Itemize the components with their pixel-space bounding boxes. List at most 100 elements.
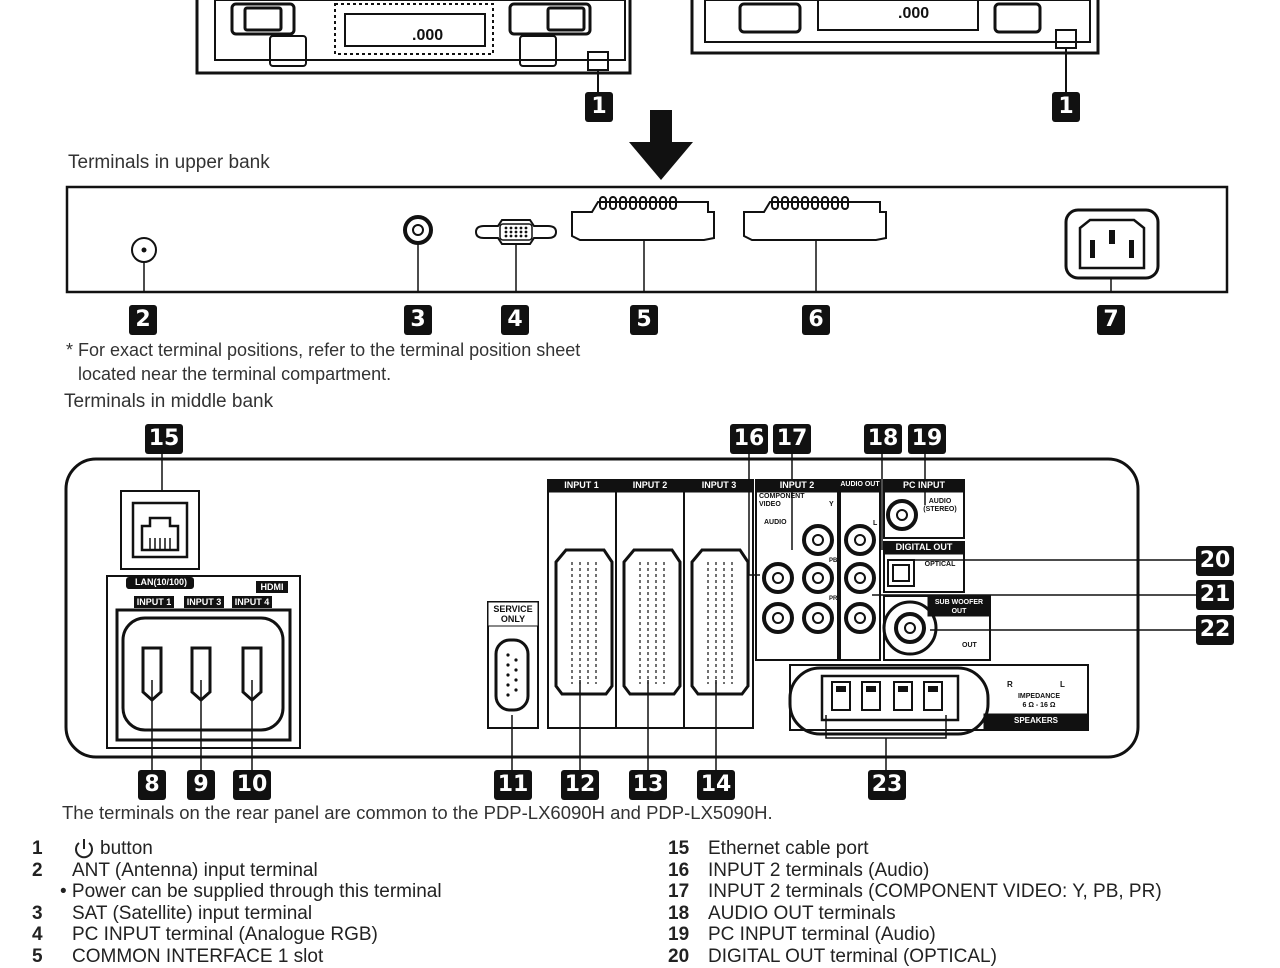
callout-23: 23 — [868, 770, 906, 800]
legend-text: ANT (Antenna) input terminal — [72, 859, 318, 881]
legend-item-4: 4 PC INPUT terminal (Analogue RGB) — [32, 924, 442, 946]
legend-text: AUDIO OUT terminals — [708, 902, 896, 924]
audio-out-label: AUDIO OUT — [840, 481, 880, 488]
scart-group-icon — [547, 479, 754, 729]
legend-num: 3 — [32, 902, 43, 924]
callout-10: 10 — [233, 770, 271, 800]
audio-label: AUDIO — [764, 519, 787, 526]
callout-9: 9 — [187, 770, 215, 800]
hdmi-label: HDMI — [260, 582, 284, 592]
callout-2: 2 — [129, 305, 157, 335]
ethernet-port-icon — [120, 490, 200, 570]
audio-stereo-label-2: (STEREO) — [923, 506, 957, 513]
legend-item-5: 5 COMMON INTERFACE 1 slot — [32, 946, 442, 968]
scart-input1-label: INPUT 1 — [564, 480, 599, 490]
terminal-note-line1: * For exact terminal positions, refer to… — [66, 340, 581, 360]
callout-20: 20 — [1196, 546, 1234, 576]
legend-text: PC INPUT terminal (Audio) — [708, 924, 936, 946]
legend-num: 18 — [668, 902, 690, 924]
sub-woofer-out-label: OUT — [951, 608, 967, 615]
legend-item-2: 2 ANT (Antenna) input terminal — [32, 860, 442, 882]
ant-terminal-icon — [131, 237, 157, 292]
legend-num: 15 — [668, 838, 690, 859]
tv-back-left — [195, 0, 632, 94]
legend-item-18: 18 AUDIO OUT terminals — [668, 903, 1162, 925]
power-icon — [75, 839, 93, 859]
callout-22: 22 — [1196, 615, 1234, 645]
legend-item-16: 16 INPUT 2 terminals (Audio) — [668, 860, 1162, 882]
service-label: SERVICE — [493, 604, 533, 614]
speaker-l-label: L — [1060, 680, 1065, 689]
legend-text: button — [100, 838, 153, 859]
legend-num: 16 — [668, 859, 690, 881]
callout-16: 16 — [730, 424, 768, 454]
callout-13: 13 — [629, 770, 667, 800]
callout-8: 8 — [138, 770, 166, 800]
legend-text: COMMON INTERFACE 1 slot — [72, 945, 324, 967]
vga-terminal-icon — [474, 219, 558, 292]
terminal-note-line2: located near the terminal compartment. — [78, 364, 392, 384]
legend-item-3: 3 SAT (Satellite) input terminal — [32, 903, 442, 925]
tv-rear-illustration: .000 .000 — [195, 0, 1100, 94]
pb-label: PB — [829, 558, 838, 564]
tv-back-left-labels: .000 — [412, 27, 443, 44]
callout-1-right: 1 — [1052, 92, 1080, 122]
impedance-label: IMPEDANCE — [1017, 693, 1060, 700]
callout-21: 21 — [1196, 580, 1234, 610]
legend-text: INPUT 2 terminals (Audio) — [708, 859, 930, 881]
legend-num: 2 — [32, 859, 43, 881]
ac-inlet-icon — [1064, 208, 1160, 292]
legend-num: 1 — [32, 838, 43, 859]
hdmi-input4-label: INPUT 4 — [234, 597, 270, 607]
hdmi-group-icon — [106, 575, 301, 749]
svg-text:.000: .000 — [898, 5, 929, 22]
legend-text: PC INPUT terminal (Analogue RGB) — [72, 924, 378, 946]
callout-7: 7 — [1097, 305, 1125, 335]
legend-num: 4 — [32, 924, 43, 946]
legend-item-15: 15 Ethernet cable port — [668, 838, 1162, 860]
legend-item-1: 1 button — [32, 838, 442, 860]
legend-item-20: 20 DIGITAL OUT terminal (OPTICAL) — [668, 946, 1162, 968]
callout-12: 12 — [561, 770, 599, 800]
legend-right: 15 Ethernet cable port 16 INPUT 2 termin… — [668, 838, 1162, 968]
component-label: COMPONENT — [759, 493, 805, 500]
l-label: L — [873, 520, 878, 527]
audio-stereo-label-1: AUDIO — [928, 498, 952, 505]
scart-input3-label: INPUT 3 — [701, 480, 737, 490]
callout-11: 11 — [494, 770, 532, 800]
pr-label: PR — [829, 596, 838, 602]
legend-text: • Power can be supplied through this ter… — [60, 881, 442, 903]
callout-3: 3 — [404, 305, 432, 335]
callout-19: 19 — [908, 424, 946, 454]
callout-14: 14 — [697, 770, 735, 800]
input2-label: INPUT 2 — [779, 480, 815, 490]
upper-bank-title: Terminals in upper bank — [68, 152, 270, 173]
hdmi-input3-label: INPUT 3 — [186, 597, 222, 607]
down-arrow-icon — [629, 110, 693, 180]
legend-text: INPUT 2 terminals (COMPONENT VIDEO: Y, P… — [708, 881, 1162, 903]
legend-text: Ethernet cable port — [708, 838, 869, 859]
middle-bank-title: Terminals in middle bank — [64, 391, 274, 412]
digital-out-label: DIGITAL OUT — [895, 542, 953, 552]
legend-left: 1 button 2 ANT (Antenna) input terminal … — [32, 838, 442, 968]
lan-label: LAN(10/100) — [134, 577, 188, 587]
legend-num: 5 — [32, 945, 43, 967]
pc-input-label: PC INPUT — [902, 480, 945, 490]
sat-terminal-icon — [403, 215, 433, 292]
legend-num — [32, 881, 60, 903]
service-port-icon — [487, 601, 539, 729]
legend-text: DIGITAL OUT terminal (OPTICAL) — [708, 945, 997, 967]
callout-5: 5 — [630, 305, 658, 335]
callout-1-left: 1 — [585, 92, 613, 122]
callout-17: 17 — [773, 424, 811, 454]
impedance-value: 6 Ω - 16 Ω — [1022, 702, 1056, 709]
y-label: Y — [829, 501, 834, 508]
legend-num: 19 — [668, 924, 690, 946]
callout-6: 6 — [802, 305, 830, 335]
legend-item-2-note: • Power can be supplied through this ter… — [32, 881, 442, 903]
middle-bank-panel — [64, 450, 1196, 770]
svg-text:.000: .000 — [412, 27, 443, 44]
input2-terminals-icon — [755, 479, 881, 661]
callout-18: 18 — [864, 424, 902, 454]
callout-15: 15 — [145, 424, 183, 454]
